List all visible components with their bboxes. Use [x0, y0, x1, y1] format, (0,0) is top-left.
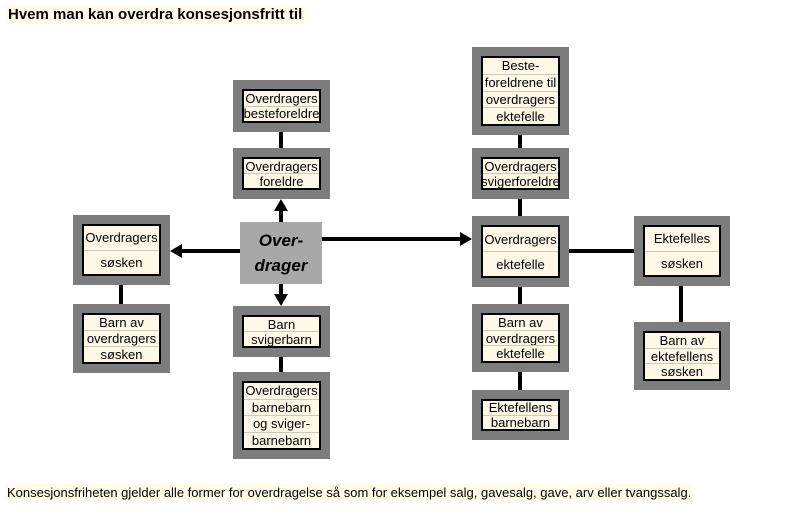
box-line: foreldre: [244, 173, 319, 188]
page-title: Hvem man kan overdra konsesjonsfritt til: [5, 5, 306, 24]
box-line: Beste-: [501, 58, 540, 74]
connector-ektefelle-ektefelles-soesken: [569, 249, 634, 253]
box-line: foreldrene til: [483, 73, 558, 91]
box-line: og sviger-: [244, 415, 319, 432]
box-overdragers-besteforeldre: Overdragers besteforeldre: [233, 80, 330, 132]
box-line: overdragers: [483, 90, 558, 108]
box-line: søsken: [84, 249, 159, 275]
box-line: svigerforeldre: [481, 173, 560, 189]
box-line: søsken: [645, 363, 719, 379]
box-overdragers-barnebarn: Overdragers barnebarn og sviger- barneba…: [233, 372, 330, 459]
box-overdragers-foreldre: Overdragers foreldre: [233, 148, 330, 199]
box-line: svigerbarn: [244, 331, 319, 346]
box-inner: Barn svigerbarn: [242, 315, 321, 348]
box-line: Ektefelles: [653, 231, 711, 247]
box-line: Overdragers: [85, 230, 158, 246]
box-ektefelles-soesken: Ektefelles søsken: [634, 216, 730, 286]
box-inner: Ektefelles søsken: [643, 225, 721, 277]
box-line: Overdragers: [484, 231, 557, 247]
box-line: Barn: [267, 316, 296, 332]
box-inner: Beste- foreldrene til overdragers ektefe…: [481, 56, 560, 126]
box-barn-av-overdragers-ektefelle: Barn av overdragers ektefelle: [472, 304, 569, 372]
arrowhead-down: [274, 294, 288, 306]
box-line: barnebarn: [244, 398, 319, 416]
box-line: Overdragers: [484, 158, 557, 174]
box-line: Ektefellens: [488, 400, 553, 416]
box-inner: Overdragers foreldre: [242, 157, 321, 190]
box-barn-av-overdragers-soesken: Barn av overdragers søsken: [73, 304, 170, 373]
box-line: ektefelle: [483, 251, 558, 276]
box-overdragers-soesken: Overdragers søsken: [73, 215, 170, 285]
box-inner: Barn av ektefellens søsken: [643, 331, 721, 381]
arrow-to-foreldre-shaft: [279, 211, 283, 222]
box-line: ektefelle: [483, 107, 558, 124]
node-overdrager: Over- drager: [240, 222, 322, 284]
arrowhead-left: [170, 244, 182, 258]
box-inner: Overdragers barnebarn og sviger- barneba…: [242, 381, 321, 450]
box-inner: Overdragers besteforeldre: [242, 89, 321, 123]
box-line: barnebarn: [244, 431, 319, 449]
node-overdrager-line: Over-: [258, 231, 304, 250]
node-overdrager-line: drager: [254, 256, 308, 275]
box-line: Barn av: [99, 315, 144, 330]
box-inner: Ektefellens barnebarn: [481, 399, 560, 431]
box-besteforeldrene-til-overdragers-ektefelle: Beste- foreldrene til overdragers ektefe…: [472, 47, 569, 135]
box-line: Overdragers: [245, 383, 318, 399]
box-line: overdragers: [483, 329, 558, 346]
box-line: søsken: [645, 250, 719, 276]
box-inner: Overdragers søsken: [82, 224, 161, 276]
box-overdragers-svigerforeldre: Overdragers svigerforeldre: [472, 148, 569, 199]
box-inner: Overdragers svigerforeldre: [481, 157, 560, 190]
arrow-to-svigerbarn-shaft: [279, 284, 283, 294]
box-inner: Barn av overdragers søsken: [82, 313, 161, 364]
box-inner: Overdragers ektefelle: [481, 225, 560, 278]
box-line: ektefelle: [483, 345, 558, 361]
box-barn-av-ektefellens-soesken: Barn av ektefellens søsken: [634, 322, 730, 390]
box-line: besteforeldre: [243, 105, 320, 122]
connector-soesken-barn: [119, 285, 123, 304]
box-line: Barn av: [498, 314, 543, 330]
box-inner: Barn av overdragers ektefelle: [481, 313, 560, 363]
connector-besteforeldre-foreldre: [279, 132, 283, 148]
box-line: overdragers: [84, 330, 159, 346]
connector-svigerforeldre-ektefelle: [518, 199, 522, 216]
connector-ektefelle-barn: [518, 287, 522, 304]
box-barn-svigerbarn: Barn svigerbarn: [233, 306, 330, 357]
box-line: barnebarn: [483, 414, 558, 430]
box-ektefellens-barnebarn: Ektefellens barnebarn: [472, 390, 569, 440]
box-line: Overdragers: [245, 90, 318, 106]
footer-note: Konsesjonsfriheten gjelder alle former f…: [5, 484, 694, 501]
box-line: Overdragers: [245, 158, 318, 174]
box-line: ektefellens: [645, 347, 719, 364]
arrow-to-ektefelle-shaft: [322, 237, 460, 241]
box-line: søsken: [84, 346, 159, 362]
arrow-to-soesken-shaft: [182, 249, 240, 253]
connector-svigerbarn-barnebarn: [279, 357, 283, 372]
connector-besteforeldrene-svigerforeldre: [518, 135, 522, 148]
connector-barn-ektefellens-barnebarn: [518, 372, 522, 390]
box-overdragers-ektefelle: Overdragers ektefelle: [472, 216, 569, 287]
arrowhead-up: [274, 199, 288, 211]
connector-ektefelles-soesken-barn: [679, 286, 683, 322]
box-line: Barn av: [659, 332, 705, 348]
arrowhead-right: [460, 232, 472, 246]
